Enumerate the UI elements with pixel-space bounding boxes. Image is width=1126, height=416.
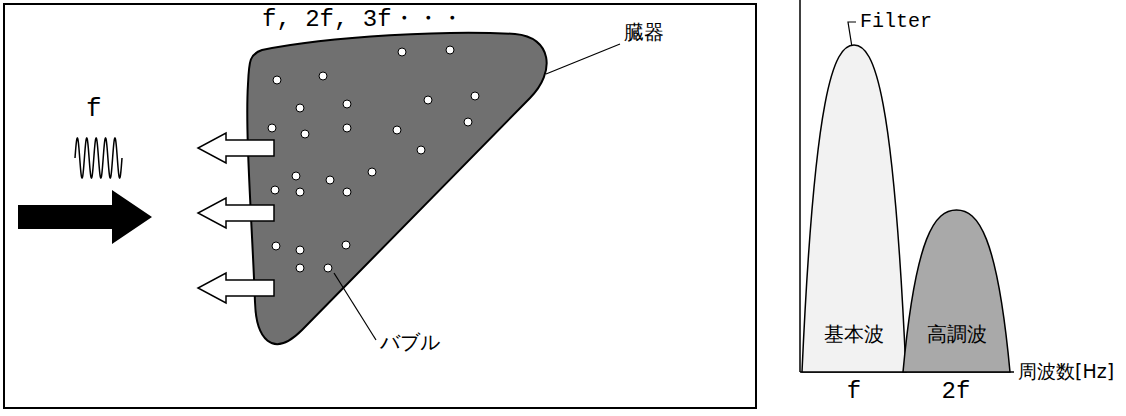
organ-leader [546, 44, 620, 74]
bubble [343, 188, 351, 196]
axis-tick-label: f [847, 378, 861, 407]
bubble [343, 124, 351, 132]
peak-label: 高調波 [927, 322, 987, 346]
peak-label: 基本波 [824, 322, 884, 346]
harmonics-label: f, 2f, 3f・・・ [262, 6, 464, 35]
input-wave [75, 138, 122, 178]
bubble [343, 100, 351, 108]
bubble [417, 146, 425, 154]
bubble [296, 264, 304, 272]
bubble [393, 126, 401, 134]
bubble [296, 104, 304, 112]
harmonic-peak: 高調波 [903, 210, 1010, 372]
fundamental-peak: 基本波 [802, 45, 906, 372]
axis-tick-label: 2f [942, 378, 971, 407]
bubble [319, 72, 327, 80]
organ-shape [247, 33, 546, 344]
bubble [273, 76, 281, 84]
panel-frame [4, 4, 756, 408]
filter-label: Filter [860, 10, 932, 34]
incident-arrow [18, 190, 152, 244]
bubble [368, 168, 376, 176]
bubble [342, 241, 350, 249]
bubble [301, 130, 309, 138]
echo-arrow [198, 198, 274, 228]
bubble [424, 96, 432, 104]
bubble [326, 176, 334, 184]
bubble [296, 188, 304, 196]
bubble [296, 246, 304, 254]
bubble [324, 264, 332, 272]
y-axis [799, 0, 801, 372]
peak-outline [903, 210, 1010, 372]
organ-label: 臓器 [624, 20, 664, 44]
bubble-leader [334, 273, 376, 340]
bubble [292, 172, 300, 180]
bubble [272, 242, 280, 250]
echo-arrow [198, 273, 274, 303]
bubbles [268, 46, 479, 272]
bubble [471, 92, 479, 100]
echo-arrow [198, 133, 274, 163]
axis-title: 周波数[Hz] [1018, 360, 1114, 383]
bubble [398, 48, 406, 56]
bubble [464, 118, 472, 126]
bubble [446, 46, 454, 54]
input-frequency-label: f [86, 94, 102, 125]
bubble-label: バブル [380, 330, 440, 354]
bubble [271, 186, 279, 194]
bubble [268, 124, 276, 132]
